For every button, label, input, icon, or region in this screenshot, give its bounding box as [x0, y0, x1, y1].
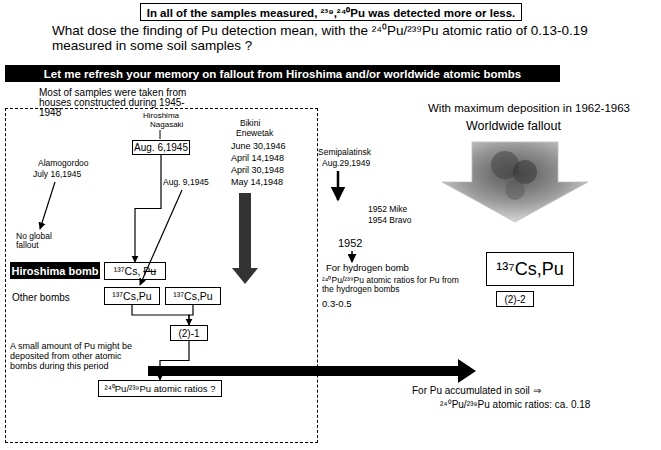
- node-text: (2)-1: [178, 328, 199, 339]
- annotation-text: Semipalatinsk: [318, 148, 371, 157]
- annotation-text: April 30,1948: [231, 166, 284, 176]
- annotation-text: Hiroshima: [143, 112, 179, 121]
- fallout-cloud: [505, 180, 525, 200]
- annotation-text: A small amount of Pu might be deposited …: [10, 342, 150, 372]
- connector: [189, 305, 193, 325]
- annotation-text: Nagasaki: [150, 121, 183, 130]
- section-band: Let me refresh your memory on fallout fr…: [5, 65, 560, 82]
- node-text: ¹³⁷Cs,Pu: [496, 259, 564, 280]
- node-text: (2)-2: [504, 294, 525, 305]
- bomb-band: Hiroshima bomb: [10, 262, 100, 279]
- leader-arrow: [351, 251, 353, 262]
- nuclide-box: ¹³⁷Cs,Pu: [104, 287, 160, 305]
- annotation-text: No global fallout: [16, 232, 62, 251]
- nuclide-box: ¹³⁷Cs,Pu: [486, 252, 574, 286]
- annotation-text: Enewetak: [236, 129, 273, 138]
- annotation-text: ²⁴⁰Pu/²³⁹Pu atomic ratios: ca. 0.18: [440, 399, 590, 410]
- annotation-text: Bikini: [240, 119, 260, 128]
- annotation-text: Alamogordoo: [38, 159, 89, 168]
- annotation-text: For Pu accumulated in soil ⇒: [412, 385, 541, 396]
- annotation-text: Worldwide fallout: [466, 120, 561, 134]
- title-box: In all of the samples measured, ²³⁹,²⁴⁰P…: [140, 3, 522, 21]
- callout-box: (2)-2: [496, 291, 534, 307]
- leader-arrow: [40, 182, 55, 229]
- date-box: Aug. 6,1945: [132, 140, 190, 155]
- leader-arrow: [337, 171, 340, 200]
- fallout-arrow: [442, 142, 588, 222]
- annotation-text: June 30,1946: [231, 142, 286, 152]
- nuclide-box: ¹³⁷Cs,Pu: [165, 287, 221, 305]
- connector: [135, 155, 161, 262]
- annotation-text: ²⁴⁰Pu/²³⁹Pu atomic ratios for Pu from th…: [322, 276, 460, 295]
- leader-line: [160, 130, 161, 139]
- annotation-text: July 16,1945: [33, 170, 81, 179]
- annotation-text: Aug.29,1949: [322, 159, 370, 168]
- node-text: ¹³⁷Cs,Pu: [173, 290, 212, 302]
- node-text: ¹³⁷Cs,: [114, 265, 141, 277]
- annotation-text: 1952 Mike: [368, 205, 407, 214]
- connector: [132, 305, 189, 325]
- annotation-text: Aug. 9,1945: [163, 178, 209, 187]
- annotation-text: April 14,1948: [231, 154, 284, 164]
- node-text: Let me refresh your memory on fallout fr…: [44, 68, 521, 80]
- connector: [160, 341, 189, 380]
- nuclide-box: ¹³⁷Cs,Pu: [104, 262, 166, 280]
- annotation-text: 1952: [338, 237, 362, 249]
- annotation-text: May 14,1948: [231, 178, 283, 188]
- leader-arrow: [140, 190, 182, 285]
- node-text: Hiroshima bomb: [12, 265, 99, 277]
- annotation-text: Other bombs: [12, 292, 70, 303]
- node-text: Aug. 6,1945: [134, 142, 188, 153]
- node-text: ¹³⁷Cs,Pu: [112, 290, 151, 302]
- node-text: In all of the samples measured, ²³⁹,²⁴⁰P…: [147, 5, 516, 20]
- callout-box: (2)-1: [170, 325, 208, 341]
- annotation-text: What dose the finding of Pu detection me…: [52, 24, 647, 54]
- annotation-text: For hydrogen bomb: [326, 263, 409, 273]
- ratio-box: ²⁴⁰Pu/²³⁹Pu atomic ratios ?: [98, 380, 222, 397]
- annotation-text: 1954 Bravo: [368, 216, 411, 225]
- annotation-text: 0.3-0.5: [322, 299, 352, 309]
- annotation-text: With maximum deposition in 1962-1963: [428, 102, 630, 115]
- node-text: ²⁴⁰Pu/²³⁹Pu atomic ratios ?: [105, 382, 216, 395]
- block-arrow: [232, 193, 258, 284]
- node-text: Pu: [143, 265, 156, 277]
